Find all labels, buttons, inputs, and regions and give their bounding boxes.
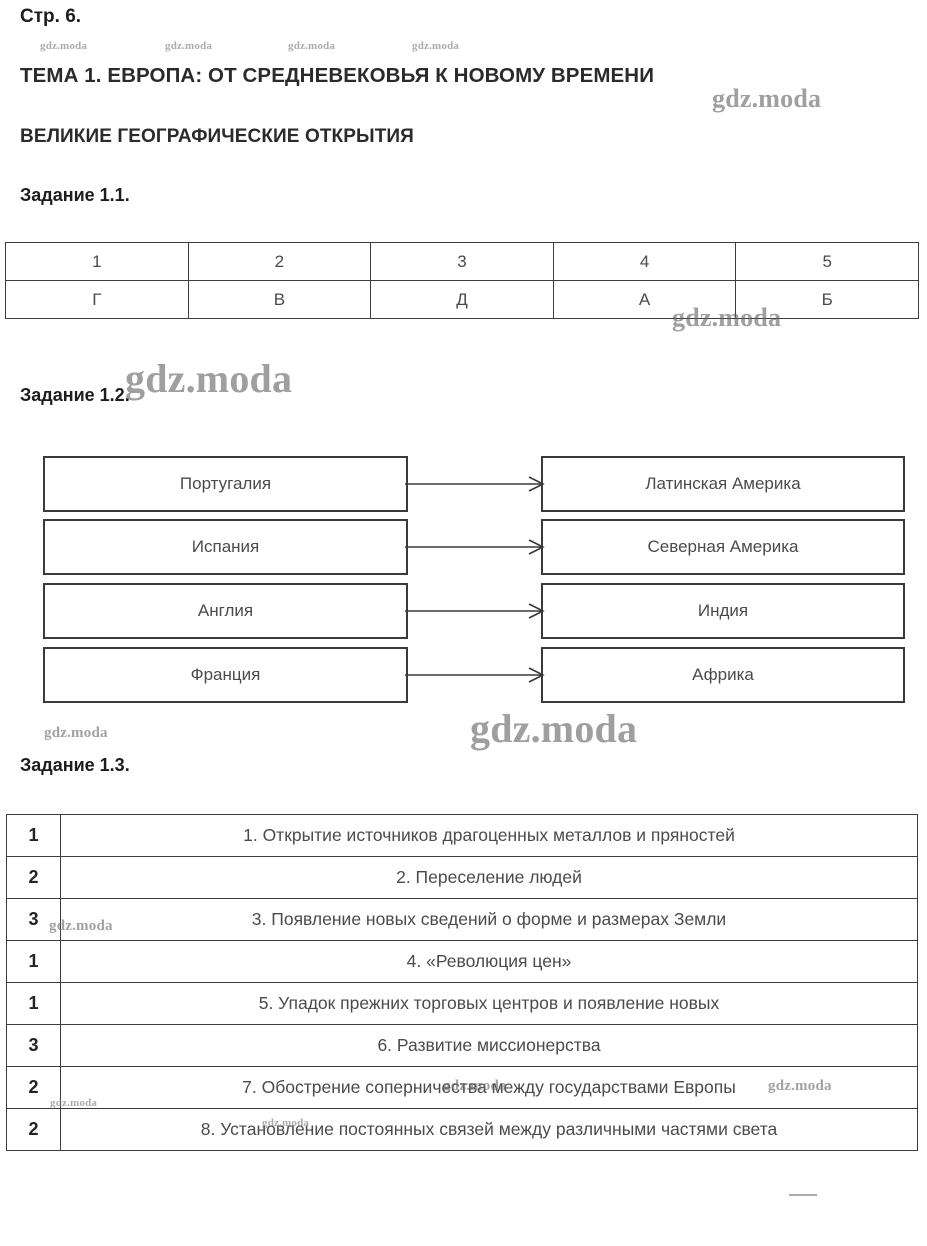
diagram-box-right-2: Индия [541, 583, 905, 639]
arrow-icon-2 [405, 603, 545, 619]
table-cell-text: 3. Появление новых сведений о форме и ра… [60, 898, 918, 941]
table-cell-number: 1 [6, 940, 61, 983]
table-cell-text: 6. Развитие миссионерства [60, 1024, 918, 1067]
table-cell-header-5: 5 [735, 242, 919, 281]
table-cell-answer-4: А [552, 280, 737, 319]
watermark-8: gdz.moda [470, 706, 638, 751]
table-row: 1 5. Упадок прежних торговых центров и п… [6, 982, 918, 1025]
table-cell-header-4: 4 [552, 242, 737, 281]
table-cell-number: 1 [6, 814, 61, 857]
task-label-1-3: Задание 1.3. [20, 755, 130, 775]
table-row: 3 6. Развитие миссионерства [6, 1024, 918, 1067]
diagram-box-right-3: Африка [541, 647, 905, 703]
arrow-icon-0 [405, 476, 545, 492]
table-cell-number: 1 [6, 982, 61, 1025]
table-cell-number: 2 [6, 856, 61, 899]
table-row-header: 1 2 3 4 5 [5, 242, 919, 281]
table-cell-number: 3 [6, 898, 61, 941]
table-cell-text: 4. «Революция цен» [60, 940, 918, 983]
table-row-answers: Г В Д А Б [5, 280, 919, 319]
theme-title: ТЕМА 1. ЕВРОПА: ОТ СРЕДНЕВЕКОВЬЯ К НОВОМ… [20, 64, 655, 87]
table-cell-text: 2. Переселение людей [60, 856, 918, 899]
table-row: 1 4. «Революция цен» [6, 940, 918, 983]
table-cell-text: 8. Установление постоянных связей между … [60, 1108, 918, 1151]
watermark-2: gdz.moda [288, 40, 336, 52]
watermark-0: gdz.moda [40, 40, 88, 52]
watermark-4: gdz.moda [712, 84, 822, 113]
task-1-1-answers-table: 1 2 3 4 5 Г В Д А Б [5, 242, 919, 319]
table-cell-number: 2 [6, 1066, 61, 1109]
task-label-1-2: Задание 1.2. [20, 385, 130, 405]
table-cell-text: 1. Открытие источников драгоценных метал… [60, 814, 918, 857]
table-cell-header-1: 1 [5, 242, 189, 281]
table-row: 2 2. Переселение людей [6, 856, 918, 899]
diagram-box-left-1: Испания [43, 519, 408, 575]
scan-artifact-mark [789, 1194, 817, 1196]
table-cell-answer-1: Г [5, 280, 189, 319]
diagram-box-right-1: Северная Америка [541, 519, 905, 575]
arrow-icon-1 [405, 539, 545, 555]
diagram-box-left-3: Франция [43, 647, 408, 703]
section-title: ВЕЛИКИЕ ГЕОГРАФИЧЕСКИЕ ОТКРЫТИЯ [20, 126, 414, 147]
table-cell-number: 3 [6, 1024, 61, 1067]
table-cell-answer-5: Б [735, 280, 919, 319]
task-label-1-1: Задание 1.1. [20, 185, 130, 205]
table-row: 2 7. Обострение соперничества между госу… [6, 1066, 918, 1109]
arrow-icon-3 [405, 667, 545, 683]
table-cell-header-2: 2 [187, 242, 372, 281]
table-cell-answer-2: В [187, 280, 372, 319]
diagram-box-left-2: Англия [43, 583, 408, 639]
table-row: 3 3. Появление новых сведений о форме и … [6, 898, 918, 941]
table-cell-text: 7. Обострение соперничества между госуда… [60, 1066, 918, 1109]
watermark-7: gdz.moda [44, 725, 108, 741]
task-1-3-table: 1 1. Открытие источников драгоценных мет… [6, 814, 918, 1151]
diagram-box-left-0: Португалия [43, 456, 408, 512]
watermark-6: gdz.moda [125, 356, 293, 401]
table-row: 1 1. Открытие источников драгоценных мет… [6, 814, 918, 857]
table-row: 2 8. Установление постоянных связей межд… [6, 1108, 918, 1151]
table-cell-number: 2 [6, 1108, 61, 1151]
diagram-box-right-0: Латинская Америка [541, 456, 905, 512]
watermark-3: gdz.moda [412, 40, 460, 52]
page-number: Стр. 6. [20, 6, 82, 27]
table-cell-text: 5. Упадок прежних торговых центров и поя… [60, 982, 918, 1025]
watermark-1: gdz.moda [165, 40, 213, 52]
table-cell-header-3: 3 [370, 242, 554, 281]
table-cell-answer-3: Д [370, 280, 554, 319]
